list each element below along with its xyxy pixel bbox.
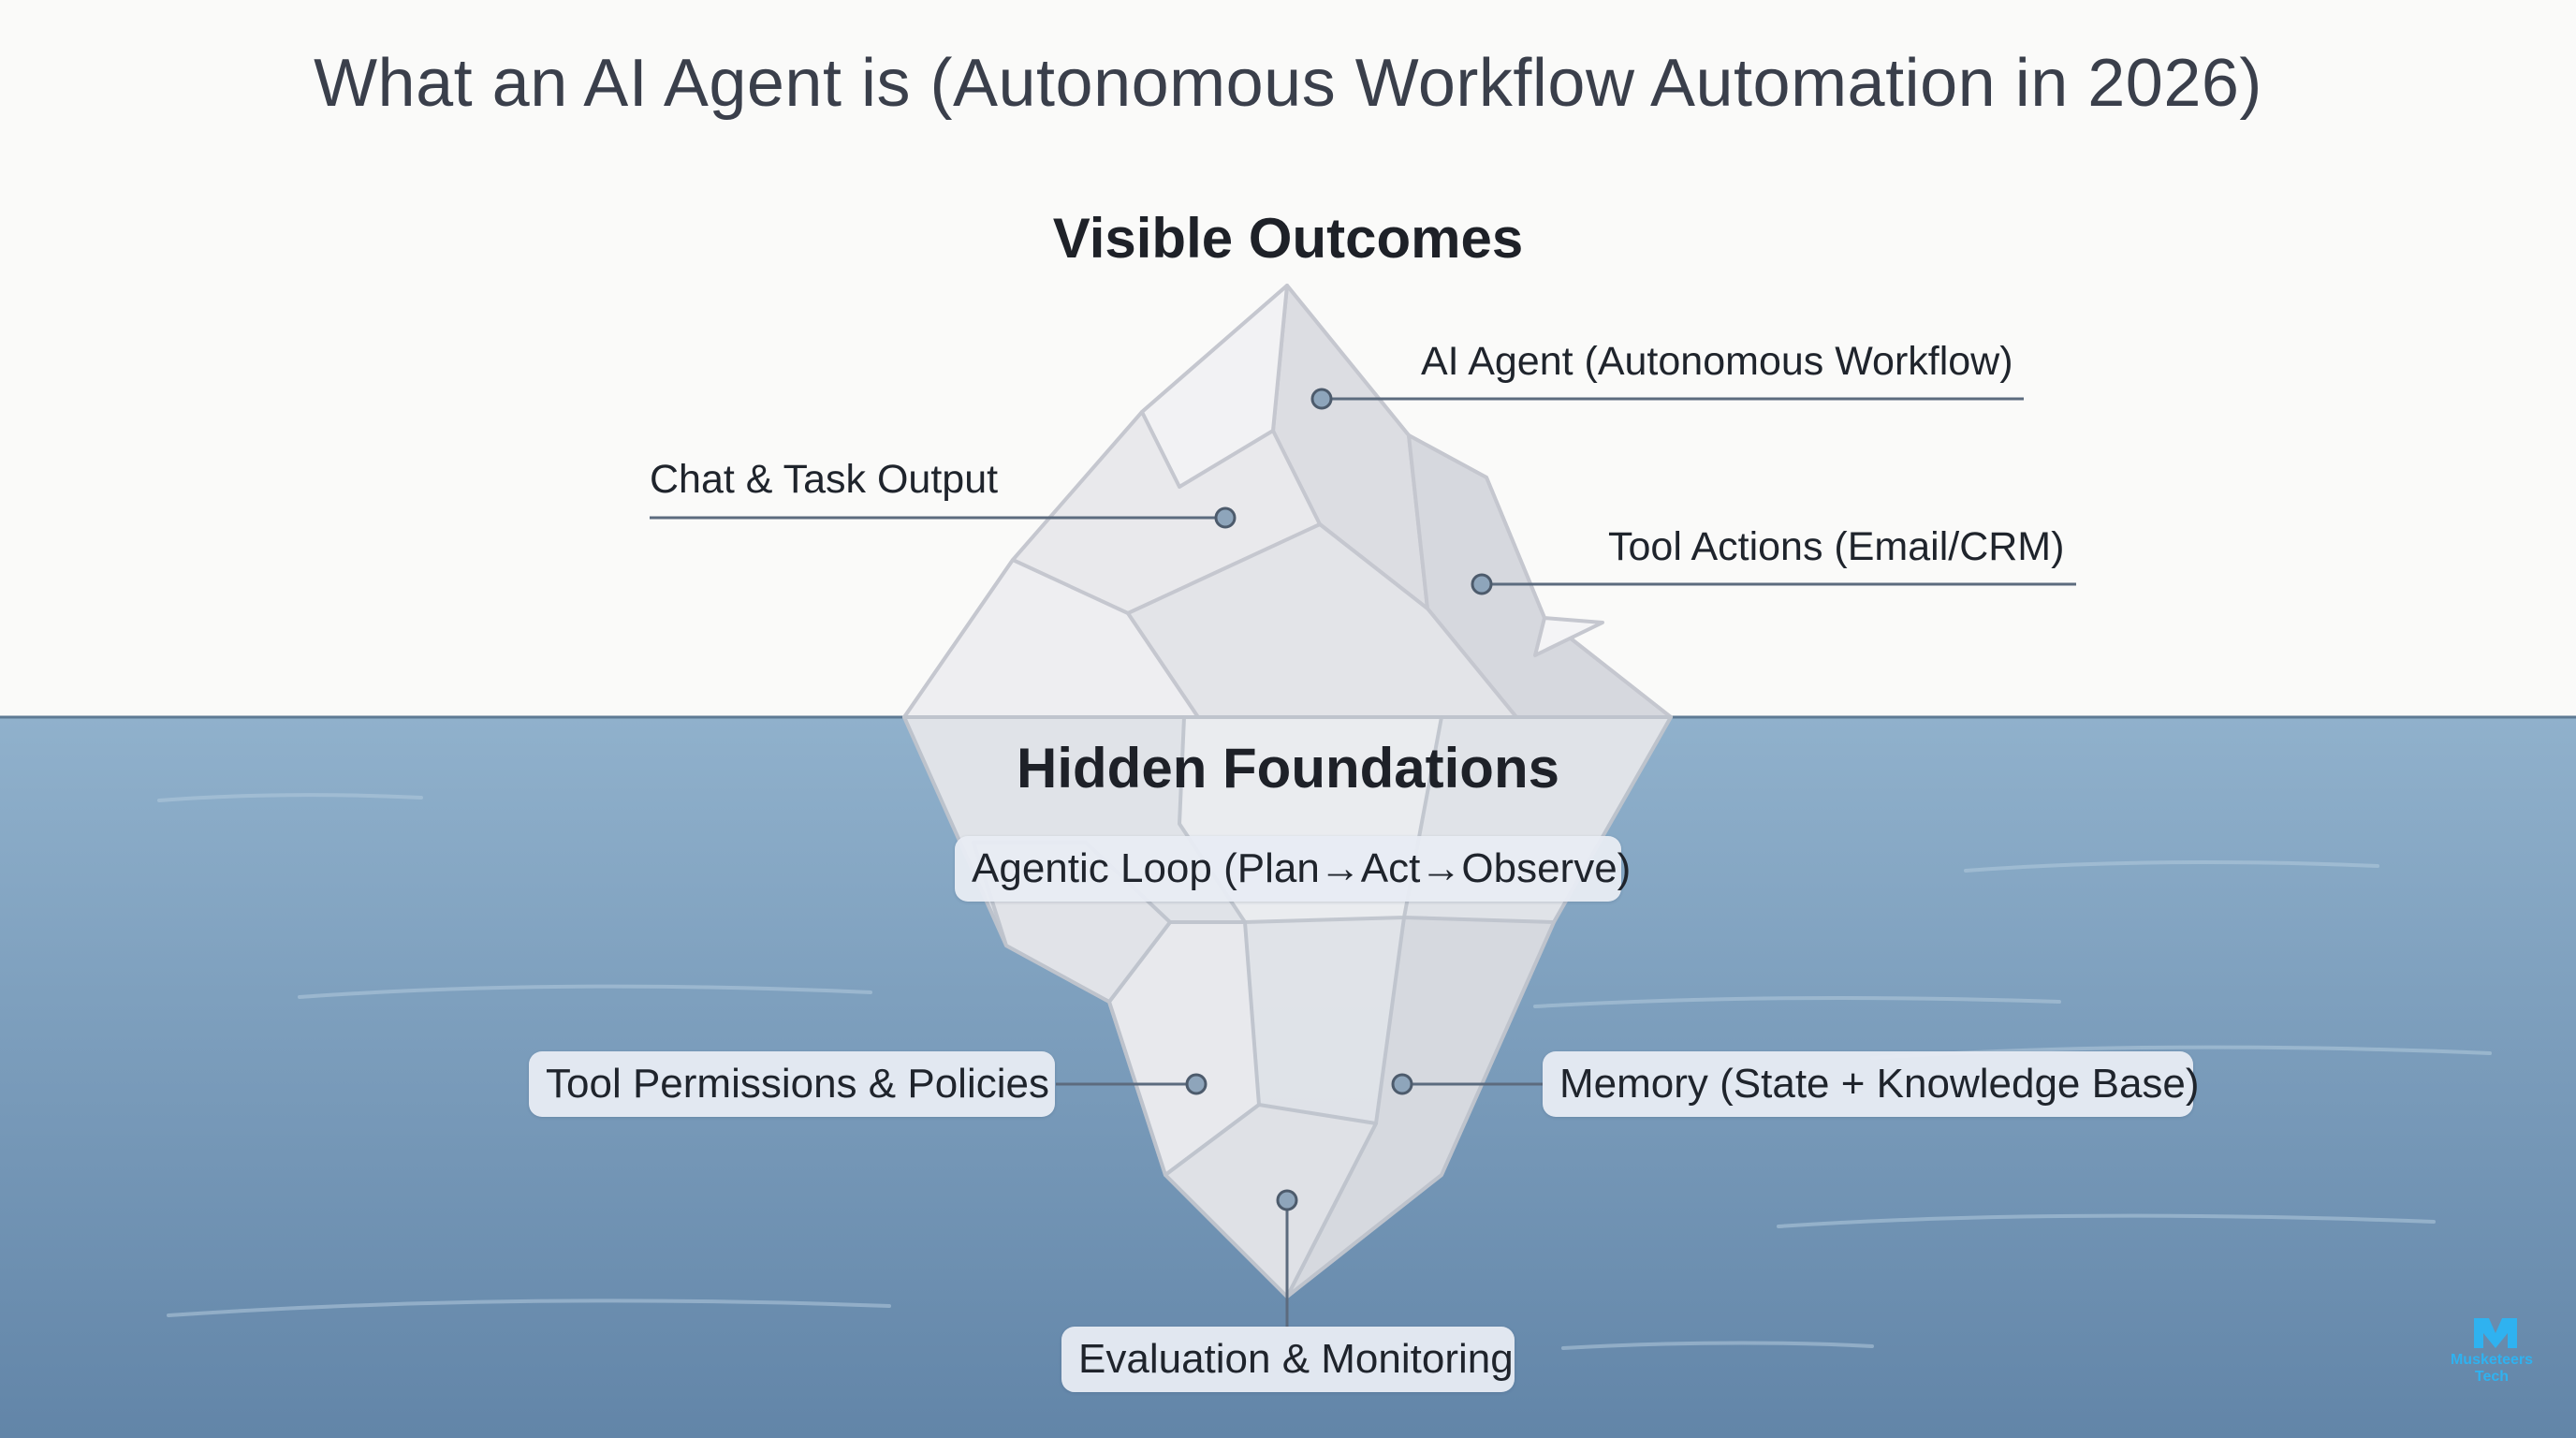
anchor-dot-permissions <box>1185 1073 1208 1095</box>
leader-lines <box>650 397 2076 1328</box>
label-ai-agent: AI Agent (Autonomous Workflow) <box>1421 339 2013 384</box>
anchor-dot-memory <box>1391 1073 1413 1095</box>
anchor-dot-tools <box>1471 573 1493 595</box>
hidden-foundations-heading: Hidden Foundations <box>1017 737 1559 800</box>
label-tool-permissions: Tool Permissions & Policies <box>529 1051 1055 1117</box>
label-agentic-loop: Agentic Loop (Plan→Act→Observe) <box>955 836 1631 902</box>
logo-line-1: Musketeers <box>2450 1352 2534 1368</box>
anchor-dot-agent <box>1310 388 1333 410</box>
label-evaluation-monitoring: Evaluation & Monitoring <box>1061 1327 1515 1392</box>
logo-mark <box>2474 1318 2517 1348</box>
water-ripples <box>157 793 2492 1350</box>
label-tool-actions: Tool Actions (Email/CRM) <box>1608 524 2065 569</box>
label-chat-task-output: Chat & Task Output <box>650 457 999 502</box>
brand-logo: Musketeers Tech <box>2443 1311 2540 1386</box>
anchor-dots <box>1185 388 1493 1211</box>
logo-line-2: Tech <box>2474 1369 2510 1385</box>
visible-outcomes-heading: Visible Outcomes <box>1052 207 1524 270</box>
anchor-dot-chat <box>1214 506 1237 529</box>
label-memory: Memory (State + Knowledge Base) <box>1543 1051 2200 1117</box>
anchor-dot-evaluation <box>1276 1189 1298 1211</box>
page-title: What an AI Agent is (Autonomous Workflow… <box>314 46 2262 121</box>
